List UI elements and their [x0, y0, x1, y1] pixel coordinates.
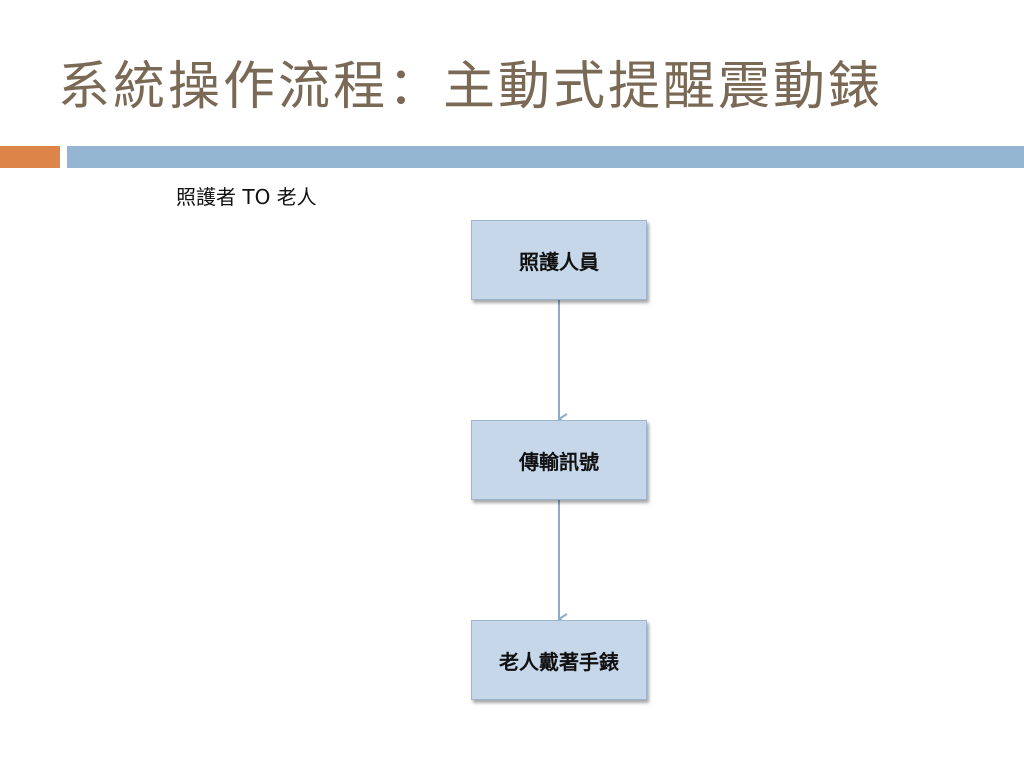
accent-bar-blue	[67, 146, 1024, 168]
slide-title: 系統操作流程：主動式提醒震動錶	[58, 57, 884, 117]
flow-node-transmit-signal: 傳輸訊號	[471, 420, 647, 500]
flow-node-caregiver: 照護人員	[471, 220, 647, 300]
accent-bar-orange	[0, 146, 60, 168]
flow-node-elder-wearing-watch: 老人戴著手錶	[471, 620, 647, 700]
slide-subtitle: 照護者 TO 老人	[176, 185, 317, 209]
